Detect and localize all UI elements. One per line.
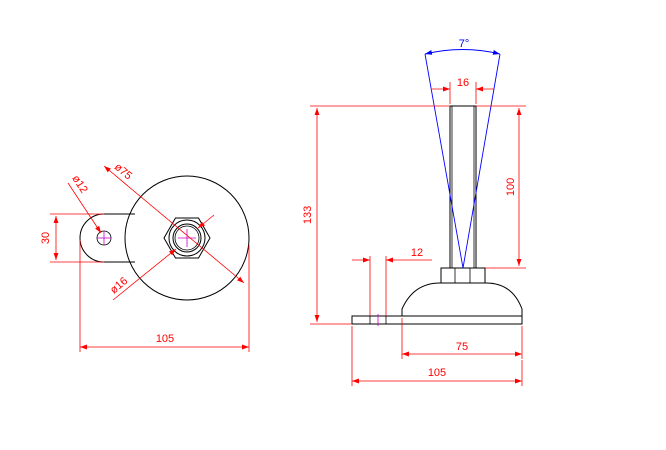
dim-overall-length-label: 105 [156,333,174,345]
dim-hole-leader [67,182,102,234]
top-view: 30 ø12 ø75 ø16 105 [40,161,250,352]
dim-stem-leader-a [112,248,177,301]
dim-side-overall-length-label: 105 [428,367,446,379]
dim-angle-label: 7° [459,38,470,50]
dim-base-diameter-line [103,165,245,284]
angle-line-right [462,53,501,269]
threaded-stem-outline [449,105,477,269]
dim-stem-leader-b [197,214,215,229]
angle-arc [424,49,501,55]
dim-base-diameter-label: ø75 [112,161,134,182]
dim-tab-height-label: 30 [40,232,52,244]
angle-line-left [424,53,464,269]
dim-overall-height-label: 133 [302,206,314,224]
side-nut-outline [440,267,486,284]
dim-stem-width-label: 16 [457,77,469,89]
base-plate-outline [351,315,523,325]
dim-hole-diameter-label: ø12 [69,173,89,195]
dim-base-width-label: 75 [456,341,468,353]
mounting-tab-outline [79,213,135,263]
dim-slot-label: 12 [411,247,423,259]
base-dome-outline [401,282,523,316]
dim-stem-length-label: 100 [505,178,517,196]
side-view: 7° 16 133 100 12 75 105 [302,38,526,386]
dim-stem-diameter-label: ø16 [108,275,130,296]
